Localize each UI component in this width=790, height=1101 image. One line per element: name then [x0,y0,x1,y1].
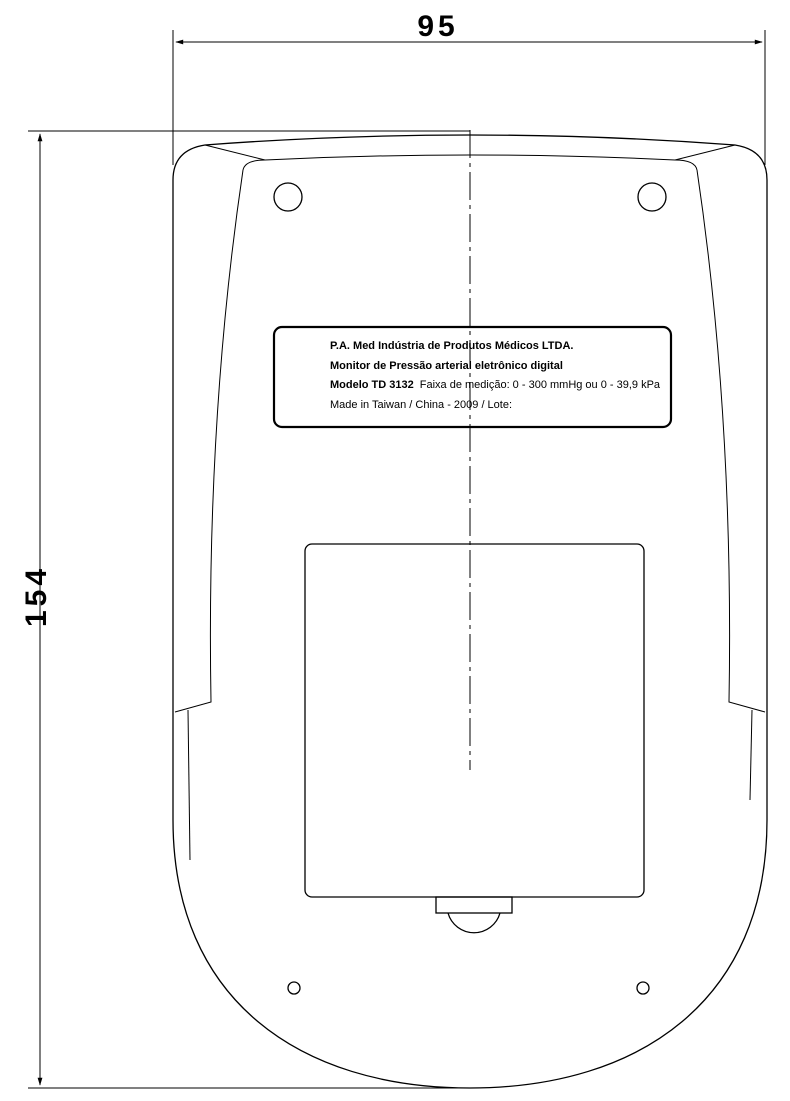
height-dimension: 154 [20,130,470,1089]
device-outer-outline [172,134,768,1089]
back-panel-top [242,159,698,171]
label-range: Faixa de medição: 0 - 300 mmHg ou 0 - 39… [420,379,661,391]
screw-hole-top-left [273,182,303,212]
label-model: Modelo TD 3132 [330,379,414,391]
width-dimension-value: 95 [417,10,458,43]
right-side-rail [696,169,766,713]
height-dimension-value: 154 [20,565,53,627]
screw-hole-bottom-right [636,981,650,995]
label-border [272,325,673,429]
battery-cover-latch [435,896,513,934]
battery-cover [304,543,645,898]
latch-thumb-grip [447,912,501,934]
screw-hole-top-right [637,182,667,212]
label-line-1: P.A. Med Indústria de Produtos Médicos L… [330,340,573,352]
device-body [172,134,768,1089]
label-line-3: Modelo TD 3132 Faixa de medição: 0 - 300 … [330,379,661,391]
label-line-4: Made in Taiwan / China - 2009 / Lote: [330,399,512,411]
width-dimension: 95 [172,10,766,165]
left-side-rail [174,169,244,713]
product-label: P.A. Med Indústria de Produtos Médicos L… [272,325,673,429]
latch-tab [435,896,513,914]
label-line-2: Monitor de Pressão arterial eletrônico d… [330,360,563,372]
right-grip-line [749,709,753,801]
left-grip-line [187,709,191,861]
screw-hole-bottom-left [287,981,301,995]
